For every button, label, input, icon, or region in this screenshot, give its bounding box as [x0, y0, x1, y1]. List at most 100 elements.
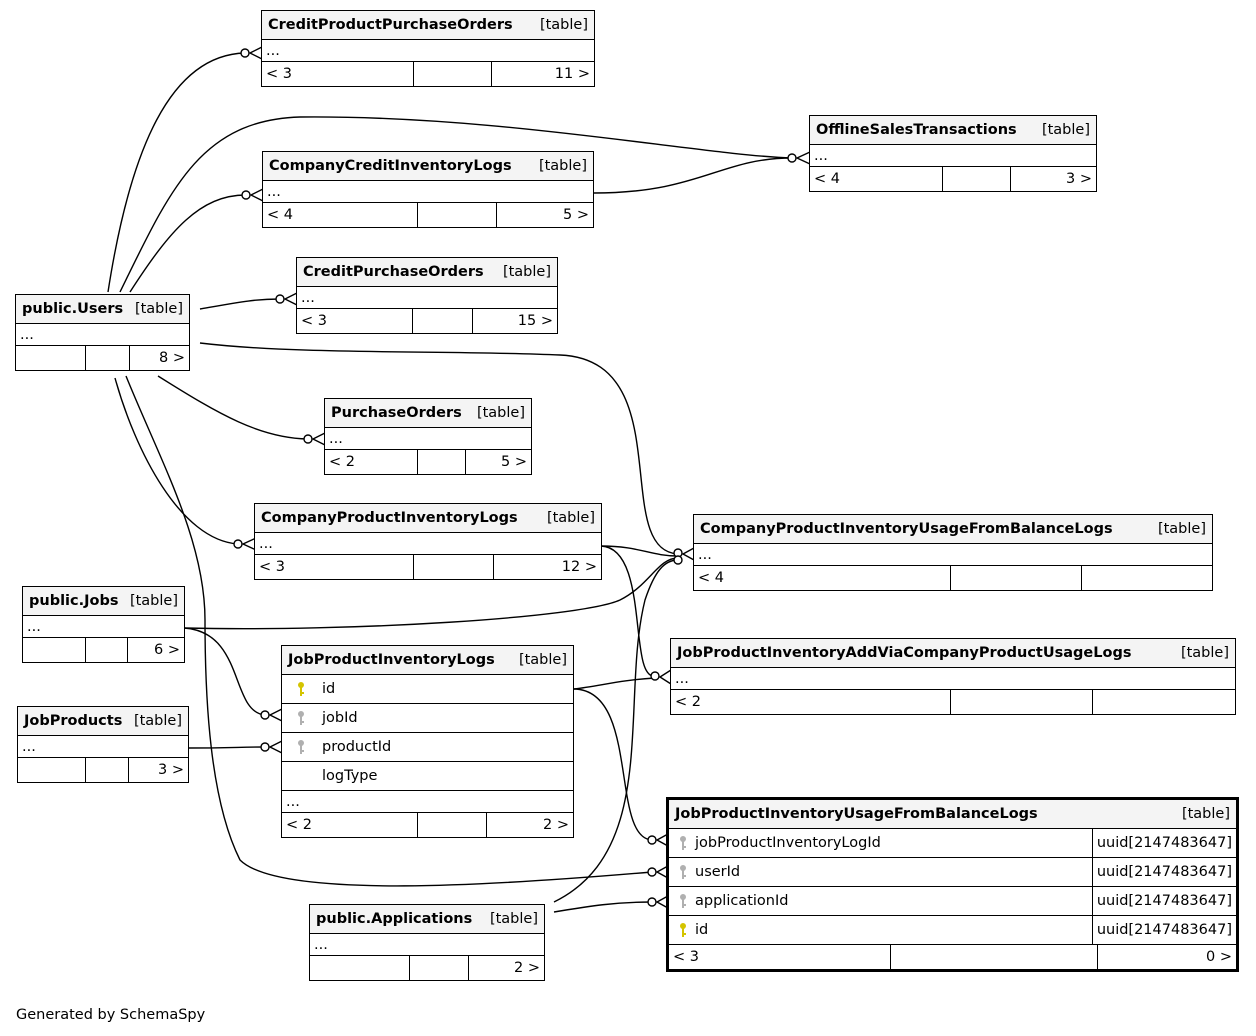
table-creditpurchaseorders[interactable]: CreditPurchaseOrders[table] ... < 3 15 > [296, 257, 558, 334]
edge-users-companyproductinventorylogs [114, 377, 239, 545]
relationship-footer: < 3 15 > [297, 309, 557, 333]
column-row[interactable]: id [282, 675, 573, 704]
parents-count [18, 758, 86, 782]
relationship-footer: < 4 5 > [263, 203, 593, 227]
relationship-footer: 8 > [16, 346, 189, 370]
foreign-key-icon [671, 835, 695, 851]
parents-count: < 4 [810, 167, 943, 191]
table-type: [table] [133, 713, 182, 729]
columns-ellipsis: ... [694, 544, 1212, 566]
table-type: [table] [129, 593, 178, 609]
parents-count: < 3 [297, 309, 413, 333]
table-type: [table] [134, 301, 183, 317]
parents-count: < 3 [262, 62, 414, 86]
rows-count [418, 203, 497, 227]
table-jobproductinventorylogs[interactable]: JobProductInventoryLogs[table] id jobId … [281, 645, 574, 838]
column-row[interactable]: applicationId uuid[2147483647] [669, 887, 1236, 916]
edge-users-creditpurchaseorders [199, 298, 281, 310]
relationship-footer: 2 > [310, 956, 544, 980]
table-type: [table] [518, 652, 567, 668]
rows-count [86, 638, 128, 662]
column-row[interactable]: userId uuid[2147483647] [669, 858, 1236, 887]
columns-ellipsis: ... [671, 668, 1235, 690]
rows-count [951, 690, 1093, 714]
table-purchaseorders[interactable]: PurchaseOrders[table] ... < 2 5 > [324, 398, 532, 475]
foreign-key-icon [671, 893, 695, 909]
table-name: JobProductInventoryLogs [288, 652, 495, 668]
children-count: 11 > [554, 66, 590, 82]
rows-count [418, 813, 487, 837]
table-companycreditinventorylogs[interactable]: CompanyCreditInventoryLogs[table] ... < … [262, 151, 594, 228]
parents-count: < 4 [263, 203, 418, 227]
parents-count: < 2 [671, 690, 951, 714]
table-name: CompanyProductInventoryUsageFromBalanceL… [700, 521, 1113, 537]
children-count: 3 > [1066, 171, 1092, 187]
column-type: uuid[2147483647] [1091, 887, 1236, 915]
relationship-footer: < 3 11 > [262, 62, 594, 86]
edge-jpil-usage [573, 688, 653, 841]
table-name: JobProducts [24, 713, 123, 729]
column-row[interactable]: jobProductInventoryLogId uuid[2147483647… [669, 829, 1236, 858]
table-name: JobProductInventoryUsageFromBalanceLogs [675, 806, 1038, 822]
edge-users-companyproductinventoryusage [199, 342, 679, 555]
column-type: uuid[2147483647] [1091, 829, 1236, 857]
table-applications[interactable]: public.Applications[table] ... 2 > [309, 904, 545, 981]
column-row[interactable]: id uuid[2147483647] [669, 916, 1236, 945]
generated-by-footer: Generated by SchemaSpy [16, 1007, 206, 1023]
rows-count [418, 450, 466, 474]
column-type: uuid[2147483647] [1091, 858, 1236, 886]
table-creditproductpurchaseorders[interactable]: CreditProductPurchaseOrders[table] ... <… [261, 10, 595, 87]
children-count: 2 > [514, 960, 540, 976]
parents-count: < 3 [669, 945, 891, 969]
edge-applications-cpiusage [553, 559, 679, 903]
edge-jobproducts-jpil [187, 746, 266, 749]
children-count: 8 > [159, 350, 185, 366]
table-header: OfflineSalesTransactions[table] [810, 116, 1096, 145]
table-users[interactable]: public.Users[table] ... 8 > [15, 294, 190, 371]
table-header: CompanyProductInventoryUsageFromBalanceL… [694, 515, 1212, 544]
table-companyproductinventoryusagefrombalancelogs[interactable]: CompanyProductInventoryUsageFromBalanceL… [693, 514, 1213, 591]
table-jobproductinventoryusagefrombalancelogs[interactable]: JobProductInventoryUsageFromBalanceLogs [… [666, 797, 1239, 972]
parents-count [23, 638, 86, 662]
children-count: 5 > [563, 207, 589, 223]
relationship-footer: < 4 3 > [810, 167, 1096, 191]
rows-count [414, 62, 492, 86]
table-header: public.Users [table] [16, 295, 189, 324]
table-jobproducts[interactable]: JobProducts[table] ... 3 > [17, 706, 189, 783]
column-name: userId [695, 864, 741, 880]
table-type: [table] [539, 17, 588, 33]
table-jobs[interactable]: public.Jobs[table] ... 6 > [22, 586, 185, 663]
column-name: jobId [322, 710, 358, 726]
children-count [1082, 566, 1212, 590]
rows-count [943, 167, 1011, 191]
table-header: JobProductInventoryUsageFromBalanceLogs [… [669, 800, 1236, 829]
table-offlinesalestransactions[interactable]: OfflineSalesTransactions[table] ... < 4 … [809, 115, 1097, 192]
column-name: id [695, 922, 709, 938]
column-row[interactable]: logType [282, 762, 573, 791]
table-header: public.Jobs[table] [23, 587, 184, 616]
rows-count [891, 945, 1098, 969]
table-type: [table] [1181, 806, 1230, 822]
edge-applications-usage [553, 901, 653, 913]
table-companyproductinventorylogs[interactable]: CompanyProductInventoryLogs[table] ... <… [254, 503, 602, 580]
column-row[interactable]: productId [282, 733, 573, 762]
table-type: [table] [1180, 645, 1229, 661]
table-jobproductinventoryaddviacompanyproductusagelogs[interactable]: JobProductInventoryAddViaCompanyProductU… [670, 638, 1236, 715]
table-type: [table] [489, 911, 538, 927]
columns-ellipsis: ... [810, 145, 1096, 167]
foreign-key-icon [286, 710, 316, 726]
column-row[interactable]: jobId [282, 704, 573, 733]
table-name: public.Users [22, 301, 124, 317]
table-header: JobProductInventoryLogs [table] [282, 646, 573, 675]
edge-cpil-add [600, 545, 656, 677]
table-name: CompanyProductInventoryLogs [261, 510, 518, 526]
primary-key-icon [286, 681, 316, 697]
columns-ellipsis: ... [263, 181, 593, 203]
table-name: OfflineSalesTransactions [816, 122, 1017, 138]
edge-jpil-add [573, 677, 656, 690]
relationship-footer: < 2 [671, 690, 1235, 714]
column-name: jobProductInventoryLogId [695, 835, 881, 851]
column-name: productId [322, 739, 392, 755]
children-count: 15 > [517, 313, 553, 329]
columns-ellipsis: ... [262, 40, 594, 62]
